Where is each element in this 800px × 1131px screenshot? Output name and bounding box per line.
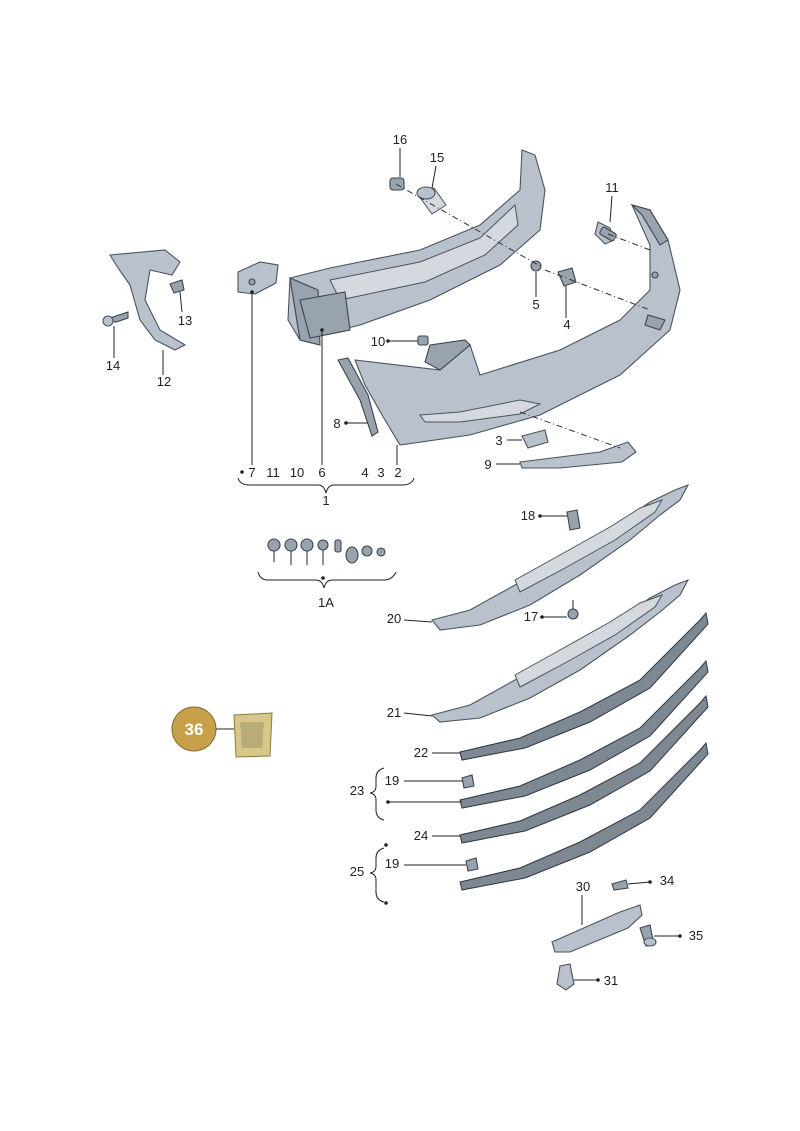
- label-10-bottom: 10: [290, 465, 304, 480]
- label-9: 9: [484, 457, 491, 472]
- bracket-group-23: [369, 767, 385, 821]
- label-11-bottom: 11: [266, 465, 280, 480]
- label-4-top: 4: [563, 317, 570, 332]
- strip-22: [459, 611, 709, 761]
- label-14: 14: [106, 358, 120, 373]
- screw-17: [567, 600, 579, 620]
- label-18: 18: [521, 508, 535, 523]
- badge-36: 36: [171, 706, 217, 752]
- clip-31: [556, 963, 575, 991]
- label-25: 25: [350, 864, 364, 879]
- label-19-b: 19: [385, 856, 399, 871]
- strip-24: [459, 694, 709, 844]
- bumper-cover: [354, 203, 681, 446]
- label-21: 21: [387, 705, 401, 720]
- label-24: 24: [414, 828, 428, 843]
- cover-3: [521, 429, 549, 449]
- label-8: 8: [333, 416, 340, 431]
- strip-25: [459, 741, 709, 891]
- clip-34: [611, 879, 629, 891]
- label-7: 7: [248, 465, 255, 480]
- strip-23: [459, 659, 709, 809]
- label-15: 15: [430, 150, 444, 165]
- label-1: 1: [322, 493, 329, 508]
- spacer-15: [416, 186, 447, 215]
- clip-19-a: [461, 774, 475, 789]
- label-10-top: 10: [371, 334, 385, 349]
- label-34: 34: [660, 873, 674, 888]
- bracket-group-1: [237, 477, 415, 494]
- trim-strip-8: [337, 357, 379, 437]
- label-3-top: 3: [495, 433, 502, 448]
- label-16: 16: [393, 132, 407, 147]
- label-22: 22: [414, 745, 428, 760]
- label-4-bottom: 4: [361, 465, 368, 480]
- screw-35: [639, 924, 657, 947]
- reflector-9: [519, 441, 637, 469]
- label-17: 17: [524, 609, 538, 624]
- screw-13: [169, 279, 185, 294]
- label-1a: 1A: [318, 595, 334, 610]
- label-6: 6: [318, 465, 325, 480]
- guide-bracket-7: [237, 261, 279, 295]
- clip-5: [530, 260, 542, 272]
- side-bracket-12: [109, 249, 187, 351]
- bracket-4: [557, 267, 577, 287]
- label-5: 5: [532, 297, 539, 312]
- label-11-top: 11: [605, 180, 619, 195]
- label-3-bottom: 3: [377, 465, 384, 480]
- impact-absorber: [287, 149, 546, 346]
- grease-tube-36: [233, 712, 273, 758]
- label-19-a: 19: [385, 773, 399, 788]
- cover-30: [551, 904, 643, 953]
- screw-14: [102, 311, 129, 327]
- bolt-11: [594, 221, 617, 245]
- label-2: 2: [394, 465, 401, 480]
- bracket-group-1a: [257, 571, 397, 589]
- label-20: 20: [387, 611, 401, 626]
- label-13: 13: [178, 313, 192, 328]
- label-30: 30: [576, 879, 590, 894]
- label-31: 31: [604, 973, 618, 988]
- label-35: 35: [689, 928, 703, 943]
- fastener-set-1a: [267, 538, 386, 565]
- badge-36-number: 36: [185, 720, 204, 739]
- label-23: 23: [350, 783, 364, 798]
- clip-10: [417, 335, 429, 346]
- bracket-group-25: [369, 847, 385, 903]
- diffuser-21: [430, 578, 690, 723]
- clip-18: [566, 509, 581, 531]
- clip-19-b: [465, 857, 479, 872]
- diffuser-20: [431, 483, 690, 631]
- label-12: 12: [157, 374, 171, 389]
